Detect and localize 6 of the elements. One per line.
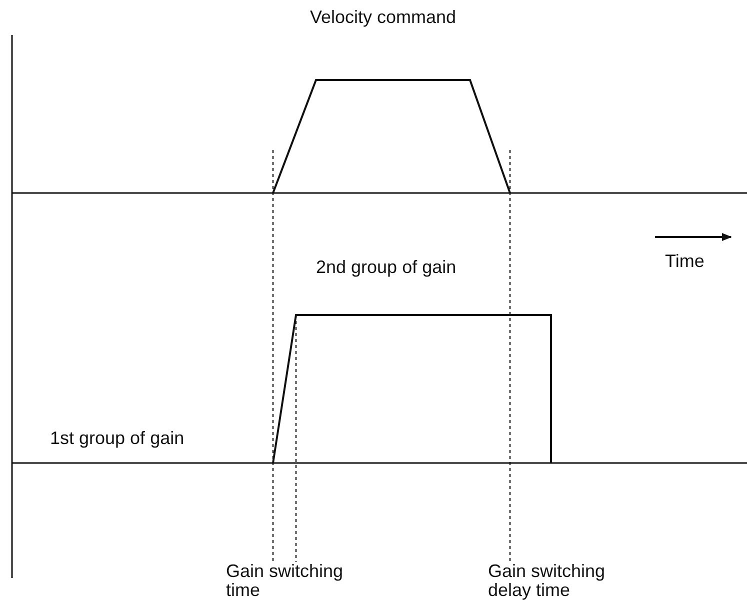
signal-label: 1st group of gain [50,429,184,448]
timing-label: Gain switching time [226,562,344,600]
axis-label: Time [665,252,704,271]
signal-label: 2nd group of gain [316,258,456,277]
signal-label: Velocity command [310,8,456,27]
timing-label: Gain switching delay time [488,562,606,600]
